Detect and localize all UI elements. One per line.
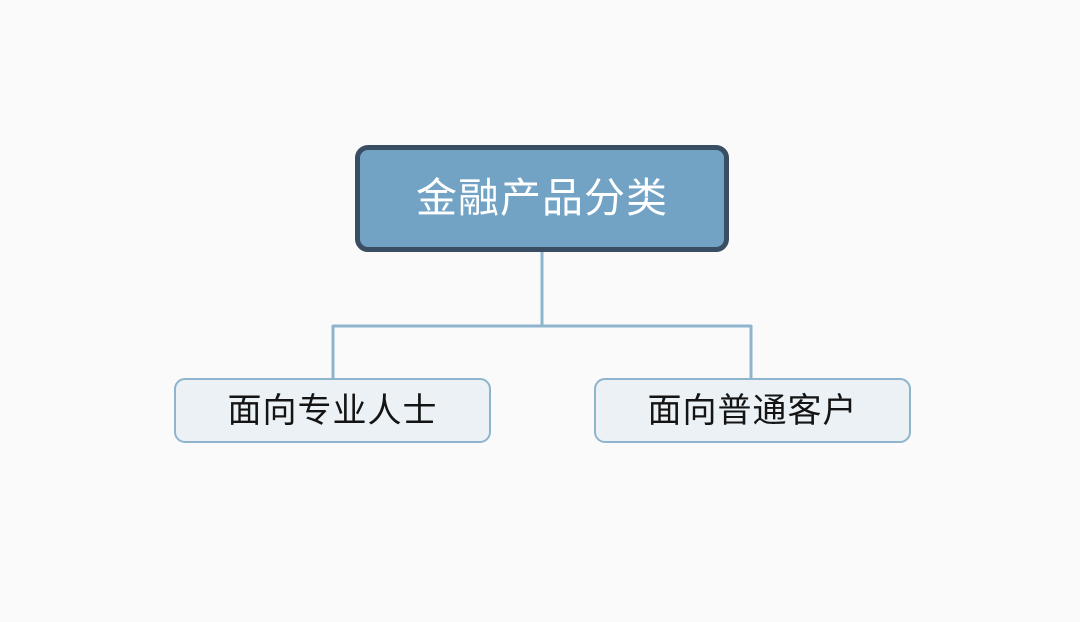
node-root-label: 金融产品分类 (416, 175, 668, 221)
node-child-retail[interactable]: 面向普通客户 (594, 378, 911, 443)
node-child-retail-label: 面向普通客户 (647, 391, 858, 430)
node-root[interactable]: 金融产品分类 (355, 145, 729, 252)
node-child-professional[interactable]: 面向专业人士 (174, 378, 491, 443)
node-child-professional-label: 面向专业人士 (227, 391, 438, 430)
